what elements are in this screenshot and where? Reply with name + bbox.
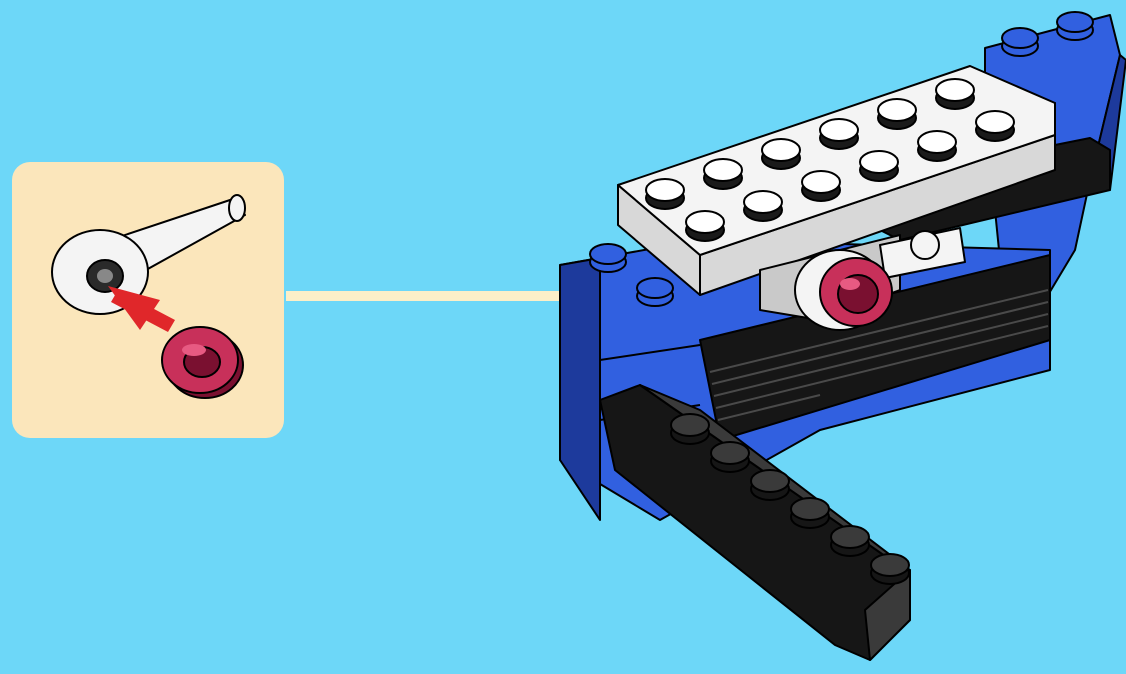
white-stud xyxy=(820,119,858,149)
white-stud xyxy=(646,179,684,209)
white-stud xyxy=(918,131,956,161)
black-stud xyxy=(711,442,749,472)
white-stud xyxy=(878,99,916,129)
white-stud xyxy=(704,159,742,189)
white-stud xyxy=(744,191,782,221)
axle-with-bush-detail-icon xyxy=(12,162,284,438)
black-stud xyxy=(671,414,709,444)
white-stud xyxy=(762,139,800,169)
black-stud xyxy=(791,498,829,528)
white-stud xyxy=(976,111,1014,141)
black-stud xyxy=(831,526,869,556)
white-stud xyxy=(802,171,840,201)
white-stud xyxy=(686,211,724,241)
white-stud xyxy=(860,151,898,181)
white-stud xyxy=(936,79,974,109)
black-stud xyxy=(751,470,789,500)
black-stud xyxy=(871,554,909,584)
